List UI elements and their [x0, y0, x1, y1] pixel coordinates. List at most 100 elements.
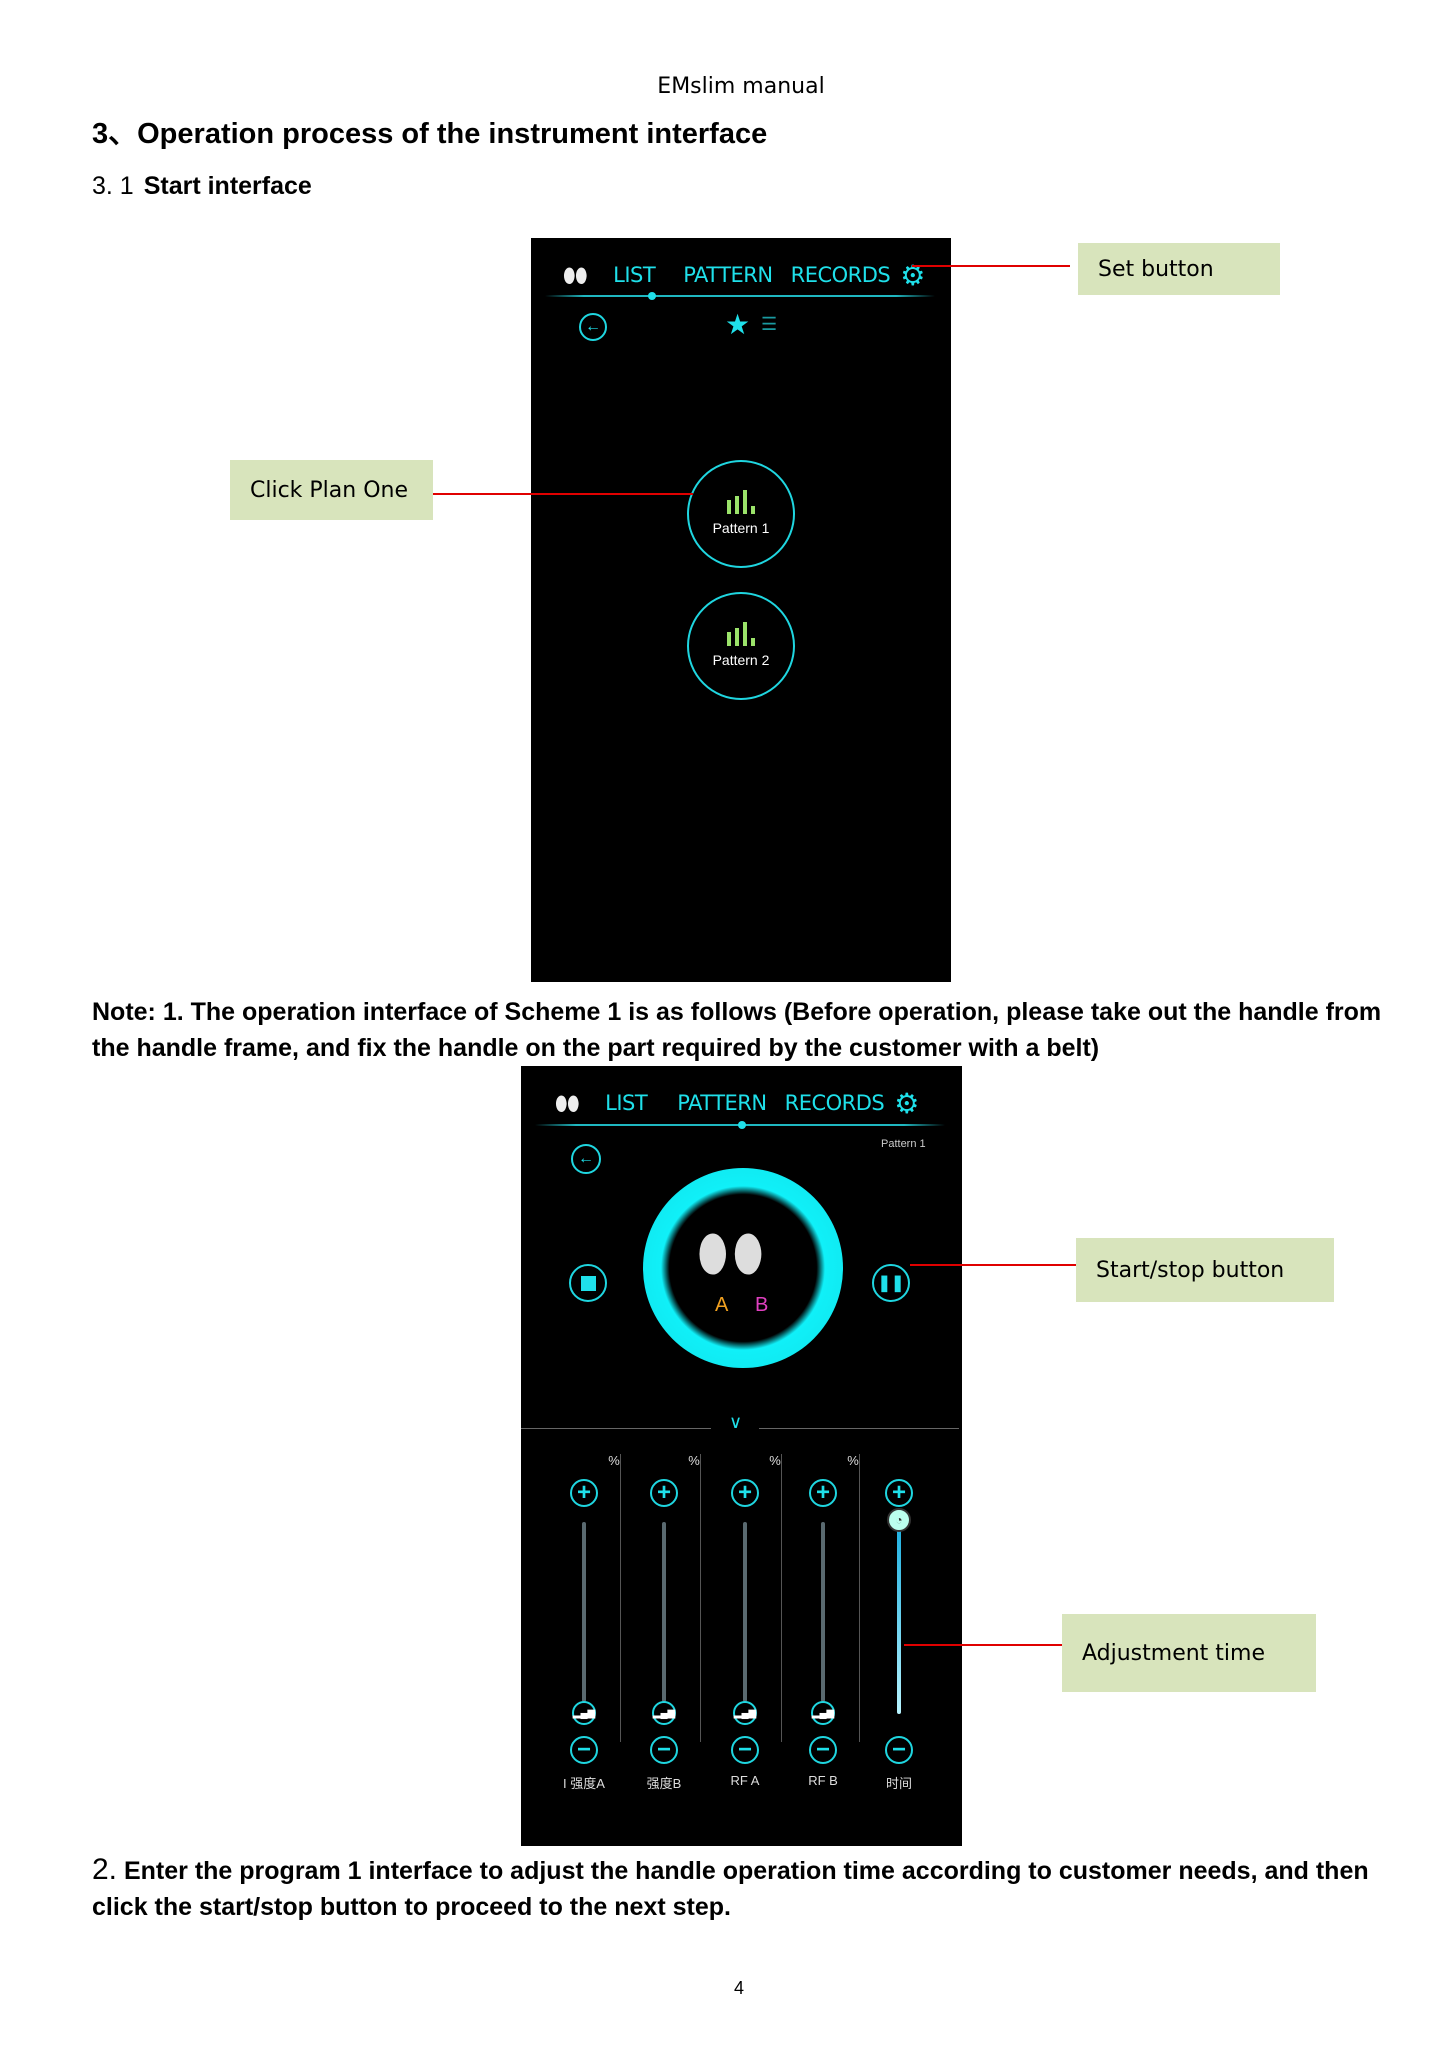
tab-pattern[interactable]: PATTERN — [683, 263, 773, 287]
increase-button[interactable]: + — [731, 1479, 759, 1507]
star-icon[interactable]: ★ — [725, 309, 751, 340]
increase-button[interactable]: + — [809, 1479, 837, 1507]
divider — [521, 1428, 711, 1429]
page-header: EMslim manual — [657, 74, 825, 99]
handles-display: ⬮⬮ A B — [643, 1168, 843, 1368]
decrease-button[interactable]: − — [809, 1736, 837, 1764]
decrease-button[interactable]: − — [570, 1736, 598, 1764]
list-icon[interactable]: ☰ — [761, 314, 778, 334]
callout-start-stop: Start/stop button — [1076, 1238, 1334, 1302]
nav-bar: ⬮⬮ LIST PATTERN RECORDS ⚙ — [555, 1086, 919, 1120]
minus-icon: − — [815, 1736, 830, 1763]
callout-line — [904, 1644, 1062, 1646]
pattern-label: Pattern 1 — [881, 1138, 926, 1150]
decrease-button[interactable]: − — [650, 1736, 678, 1764]
unit-label: % — [608, 1453, 620, 1468]
callout-line — [912, 265, 1070, 267]
tab-records[interactable]: RECORDS — [790, 263, 891, 287]
signal-icon: ▂▄▆ — [733, 1701, 757, 1725]
minus-icon: − — [576, 1736, 591, 1763]
unit-label: % — [847, 1453, 859, 1468]
column-separator — [859, 1454, 860, 1742]
unit-label: % — [769, 1453, 781, 1468]
plus-icon: + — [656, 1479, 671, 1506]
column-label: 时间 — [885, 1776, 912, 1791]
note-2-number: 2. — [92, 1853, 118, 1886]
equalizer-icon — [689, 490, 793, 514]
active-tab-indicator — [648, 292, 656, 300]
gear-icon[interactable]: ⚙ — [900, 258, 925, 292]
note-2: 2. Enter the program 1 interface to adju… — [92, 1852, 1392, 1925]
column-separator — [620, 1454, 621, 1742]
subsection-number: 3. 1 — [92, 172, 134, 200]
pattern-2-label: Pattern 2 — [712, 652, 770, 668]
back-arrow-icon[interactable]: ← — [571, 1144, 601, 1174]
decrease-button[interactable]: − — [885, 1736, 913, 1764]
column-label: I 强度A — [563, 1776, 605, 1791]
handle-a-label: A — [715, 1294, 729, 1316]
clock-icon[interactable]: ◔ — [887, 1508, 911, 1532]
subsection-label: Start interface — [143, 172, 312, 200]
minus-icon: − — [737, 1736, 752, 1763]
column-label: 强度B — [646, 1776, 682, 1791]
minus-icon: − — [656, 1736, 671, 1763]
signal-icon: ▂▄▆ — [572, 1701, 596, 1725]
equalizer-icon — [689, 622, 793, 646]
note-1: Note: 1. The operation interface of Sche… — [92, 998, 1382, 1062]
increase-button[interactable]: + — [650, 1479, 678, 1507]
callout-click-plan-one: Click Plan One — [230, 460, 433, 520]
intensity-slider[interactable] — [821, 1522, 825, 1702]
intensity-slider[interactable] — [582, 1522, 586, 1702]
tab-records[interactable]: RECORDS — [784, 1091, 885, 1115]
handles-icon: ⬮⬮ — [563, 263, 588, 287]
handles-icon: ⬮⬮ — [555, 1091, 580, 1115]
pattern-2-button[interactable]: Pattern 2 — [687, 592, 795, 700]
gear-icon[interactable]: ⚙ — [894, 1086, 919, 1120]
pattern-1-button[interactable]: Pattern 1 — [687, 460, 795, 568]
pause-button[interactable]: ❚❚ — [872, 1264, 910, 1302]
column-separator — [781, 1454, 782, 1742]
callout-line — [433, 493, 693, 495]
section-title: 3、Operation process of the instrument in… — [92, 118, 768, 150]
stop-button[interactable] — [569, 1264, 607, 1302]
intensity-slider[interactable] — [662, 1522, 666, 1702]
nav-underline — [545, 295, 935, 297]
callout-set-button: Set button — [1078, 243, 1280, 295]
pause-icon: ❚❚ — [877, 1275, 905, 1292]
signal-icon: ▂▄▆ — [811, 1701, 835, 1725]
active-tab-indicator — [738, 1121, 746, 1129]
note-2-text: Enter the program 1 interface to adjust … — [92, 1857, 1369, 1921]
intensity-slider[interactable] — [743, 1522, 747, 1702]
column-separator — [700, 1454, 701, 1742]
signal-icon: ▂▄▆ — [652, 1701, 676, 1725]
time-slider[interactable] — [897, 1522, 901, 1714]
plus-icon: + — [815, 1479, 830, 1506]
pattern-1-label: Pattern 1 — [712, 520, 770, 536]
handle-b-label: B — [755, 1294, 769, 1316]
column-label: RF B — [808, 1773, 838, 1788]
column-label: RF A — [730, 1773, 760, 1788]
unit-label: % — [688, 1453, 700, 1468]
callout-line — [910, 1264, 1076, 1266]
pattern-1-screen: ⬮⬮ LIST PATTERN RECORDS ⚙ Pattern 1 ← ⬮⬮… — [521, 1066, 962, 1846]
subsection-title: 3. 1 Start interface — [92, 172, 312, 201]
tab-list[interactable]: LIST — [613, 263, 656, 287]
tab-list[interactable]: LIST — [605, 1091, 648, 1115]
increase-button[interactable]: + — [570, 1479, 598, 1507]
increase-button[interactable]: + — [885, 1479, 913, 1507]
stop-icon — [580, 1275, 596, 1291]
tab-pattern[interactable]: PATTERN — [677, 1091, 767, 1115]
minus-icon: − — [891, 1736, 906, 1763]
decrease-button[interactable]: − — [731, 1736, 759, 1764]
back-arrow-icon[interactable]: ← — [579, 313, 607, 341]
plus-icon: + — [891, 1479, 906, 1506]
chevron-down-icon[interactable]: ∨ — [729, 1412, 743, 1432]
plus-icon: + — [576, 1479, 591, 1506]
handle-images-icon: ⬮⬮ — [697, 1225, 768, 1281]
nav-bar: ⬮⬮ LIST PATTERN RECORDS ⚙ — [563, 258, 925, 292]
callout-adjustment-time: Adjustment time — [1062, 1614, 1316, 1692]
page-number: 4 — [734, 1978, 745, 1998]
start-interface-screen: ⬮⬮ LIST PATTERN RECORDS ⚙ ← ★ ☰ Pattern … — [531, 238, 951, 982]
plus-icon: + — [737, 1479, 752, 1506]
